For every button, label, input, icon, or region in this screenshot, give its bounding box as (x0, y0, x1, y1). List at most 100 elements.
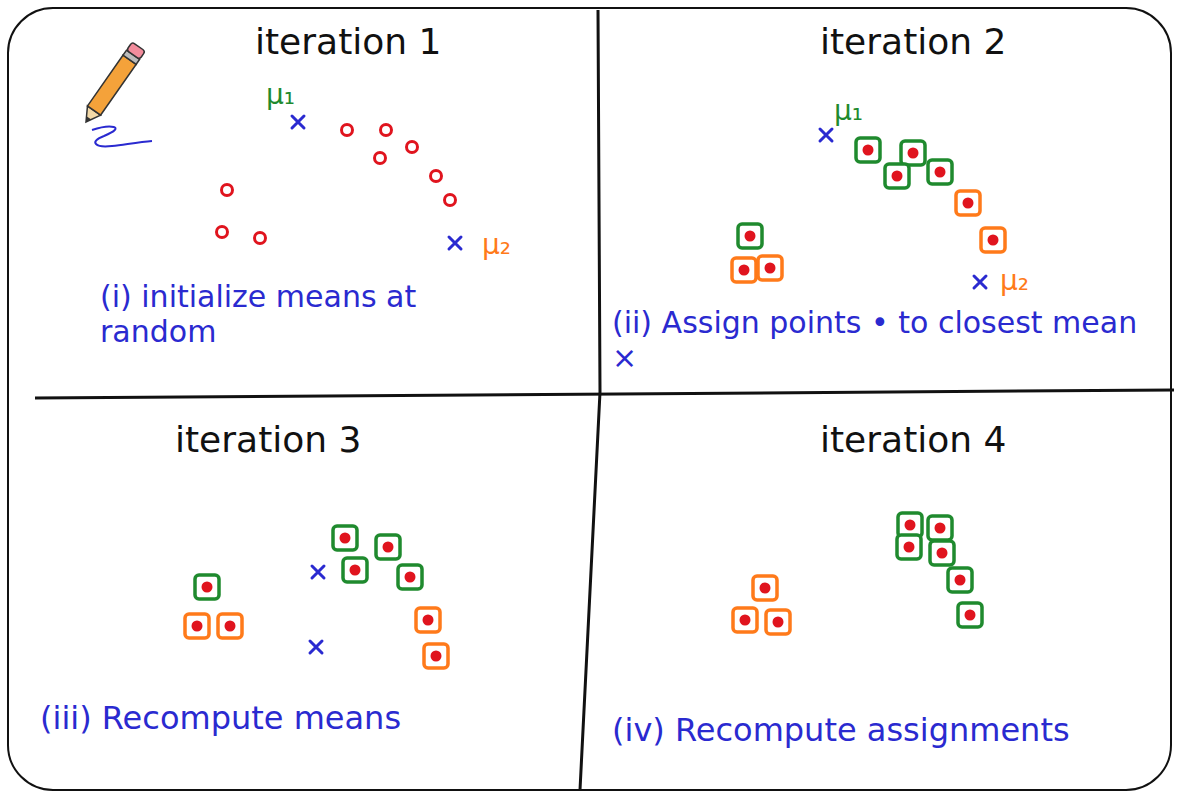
assigned-point (948, 568, 972, 592)
iteration-panel: iteration 1 (i) initialize means at rando… (10, 10, 598, 395)
mean-label: μ₁ (834, 96, 863, 127)
divider-line (580, 10, 600, 790)
assignment-box (732, 258, 756, 282)
assignment-box (930, 541, 954, 565)
data-point (255, 233, 266, 244)
data-point (935, 523, 946, 534)
assignment-box (897, 535, 921, 559)
assignment-box (416, 608, 440, 632)
mean-cross (312, 566, 324, 578)
data-point (222, 185, 233, 196)
assigned-point (733, 608, 757, 632)
assigned-point (398, 565, 422, 589)
assignment-box (928, 160, 952, 184)
assigned-point (738, 224, 762, 248)
mean-cross (974, 276, 986, 288)
data-point (988, 235, 999, 246)
assigned-point (416, 608, 440, 632)
mean-cross (292, 116, 304, 128)
assigned-point (758, 256, 782, 280)
data-point (745, 231, 756, 242)
data-point (381, 125, 392, 136)
assigned-point (185, 614, 209, 638)
data-point (963, 198, 974, 209)
iteration-panel: iteration 2(ii) Assign points • to close… (598, 10, 1170, 395)
assignment-box (981, 228, 1005, 252)
assigned-point (928, 516, 952, 540)
assignment-box (856, 138, 880, 162)
data-point (375, 153, 386, 164)
data-point (908, 148, 919, 159)
pencil-lead (84, 116, 92, 124)
panel-heading: iteration 1 (255, 20, 441, 63)
assignment-box (398, 565, 422, 589)
assignment-box (958, 603, 982, 627)
assigned-point (930, 541, 954, 565)
pencil-scribble (92, 127, 152, 147)
data-point (955, 575, 966, 586)
iteration-panel: iteration 4 (iv) Recompute assignments (598, 395, 1170, 790)
panel-heading: iteration 2 (820, 20, 1006, 63)
assignment-box (195, 575, 219, 599)
assigned-point (766, 610, 790, 634)
mean-label: μ₂ (1000, 266, 1029, 297)
iteration-panel: iteration 3(iii) Recompute means (10, 395, 598, 790)
data-point (405, 572, 416, 583)
assigned-point (856, 138, 880, 162)
data-point (863, 145, 874, 156)
data-point (225, 621, 236, 632)
data-point (431, 171, 442, 182)
assignment-box (343, 558, 367, 582)
data-point (407, 142, 418, 153)
assignment-box (376, 535, 400, 559)
assignment-box (753, 576, 777, 600)
mean-label: μ₂ (482, 230, 511, 261)
assigned-point (753, 576, 777, 600)
assigned-point (195, 575, 219, 599)
data-point (340, 533, 351, 544)
pencil-eraser (126, 42, 145, 59)
divider-line (35, 390, 1174, 398)
data-point (423, 615, 434, 626)
assigned-point (732, 258, 756, 282)
assignment-box (928, 516, 952, 540)
assignment-box (885, 164, 909, 188)
data-point (760, 583, 771, 594)
mean-cross (449, 237, 461, 249)
assigned-point (376, 535, 400, 559)
assigned-point (424, 644, 448, 668)
assignment-box (956, 191, 980, 215)
assigned-point (981, 228, 1005, 252)
data-point (905, 520, 916, 531)
data-point (217, 227, 228, 238)
assignment-box (901, 141, 925, 165)
assigned-point (928, 160, 952, 184)
step-caption: (i) initialize means at random (100, 280, 540, 349)
assigned-point (897, 535, 921, 559)
panel-heading: iteration 4 (820, 418, 1006, 461)
mean-label: μ₁ (266, 80, 295, 111)
pencil-body (87, 55, 136, 115)
panel-heading: iteration 3 (175, 418, 361, 461)
step-caption: (iv) Recompute assignments (612, 712, 1157, 749)
assigned-points (185, 138, 1005, 668)
assigned-point (343, 558, 367, 582)
data-point (773, 617, 784, 628)
data-point (740, 615, 751, 626)
assigned-point (956, 191, 980, 215)
mean-cross (820, 129, 832, 141)
assignment-box (948, 568, 972, 592)
data-point (383, 542, 394, 553)
assignment-box (758, 256, 782, 280)
assigned-point (333, 526, 357, 550)
data-point (937, 548, 948, 559)
data-point (935, 167, 946, 178)
data-point (739, 265, 750, 276)
frame (8, 8, 1171, 790)
assignment-box (185, 614, 209, 638)
mean-markers (292, 116, 986, 653)
assigned-point (958, 603, 982, 627)
